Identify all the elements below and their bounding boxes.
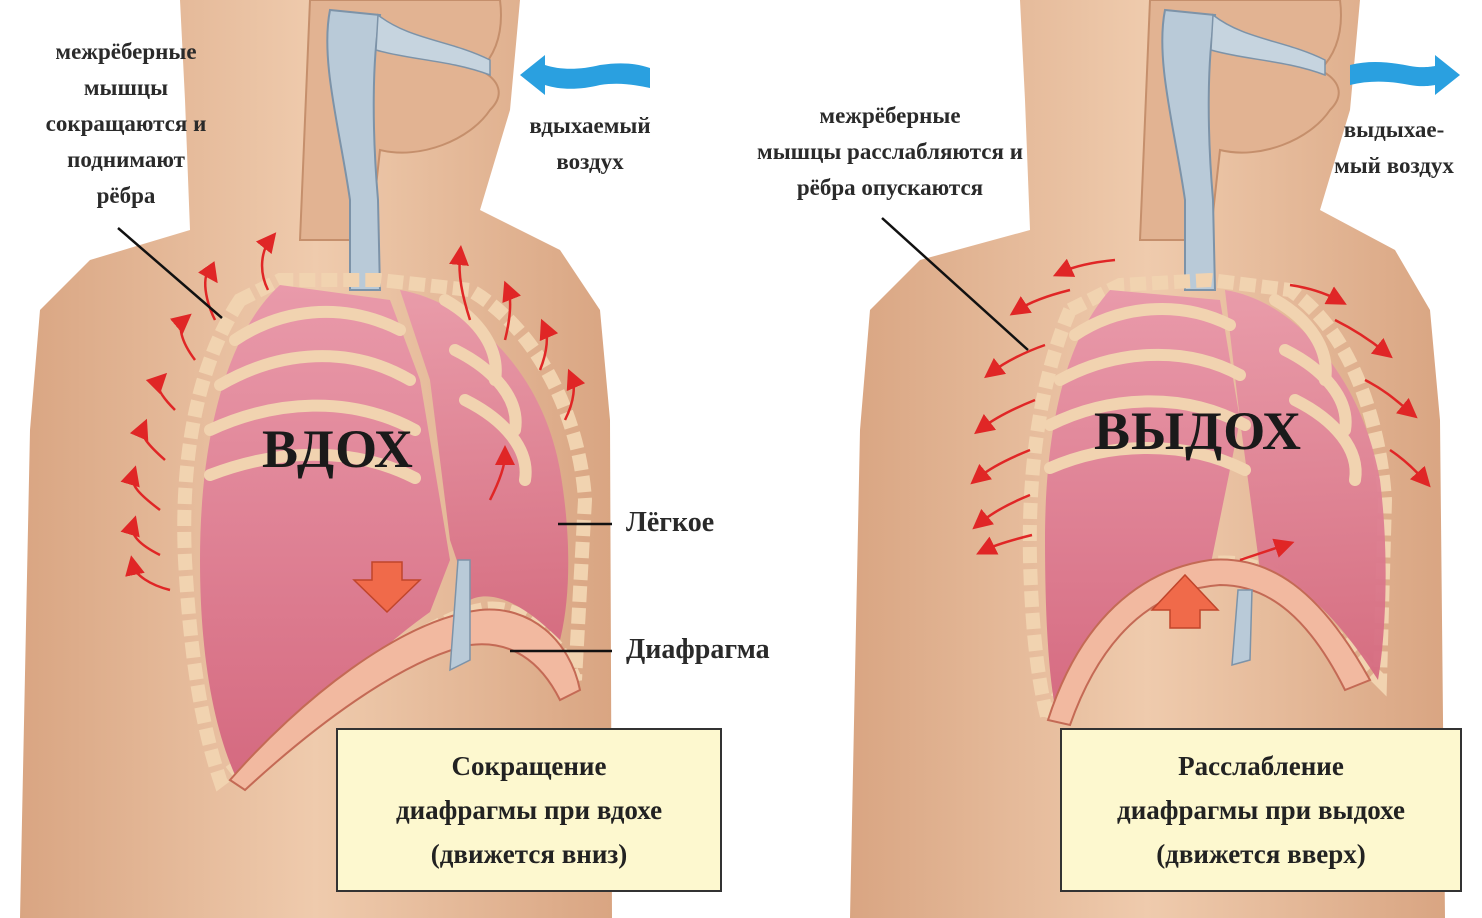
- inhale-inhaled-air-arrow: [520, 55, 650, 95]
- exhale-caption-box: Расслабление диафрагмы при выдохе (движе…: [1060, 728, 1462, 892]
- exhale-air-label: выдыхае- мый воздух: [1306, 112, 1482, 184]
- inhale-caption-box: Сокращение диафрагмы при вдохе (движется…: [336, 728, 722, 892]
- inhale-title: ВДОХ: [262, 418, 414, 480]
- exhale-title: ВЫДОХ: [1094, 400, 1302, 462]
- exhale-muscles-label: межрёберные мышцы расслабляются и рёбра …: [690, 98, 1090, 206]
- diaphragm-label: Диафрагма: [626, 632, 770, 668]
- inhale-air-label: вдыхаемый воздух: [490, 108, 690, 180]
- exhale-caption: Расслабление диафрагмы при выдохе (движе…: [1117, 744, 1405, 876]
- exhale-exhaled-air-arrow: [1350, 55, 1460, 95]
- inhale-caption: Сокращение диафрагмы при вдохе (движется…: [396, 744, 662, 876]
- lung-label: Лёгкое: [626, 505, 714, 541]
- inhale-muscles-label: межрёберные мышцы сокращаются и поднимаю…: [8, 34, 244, 214]
